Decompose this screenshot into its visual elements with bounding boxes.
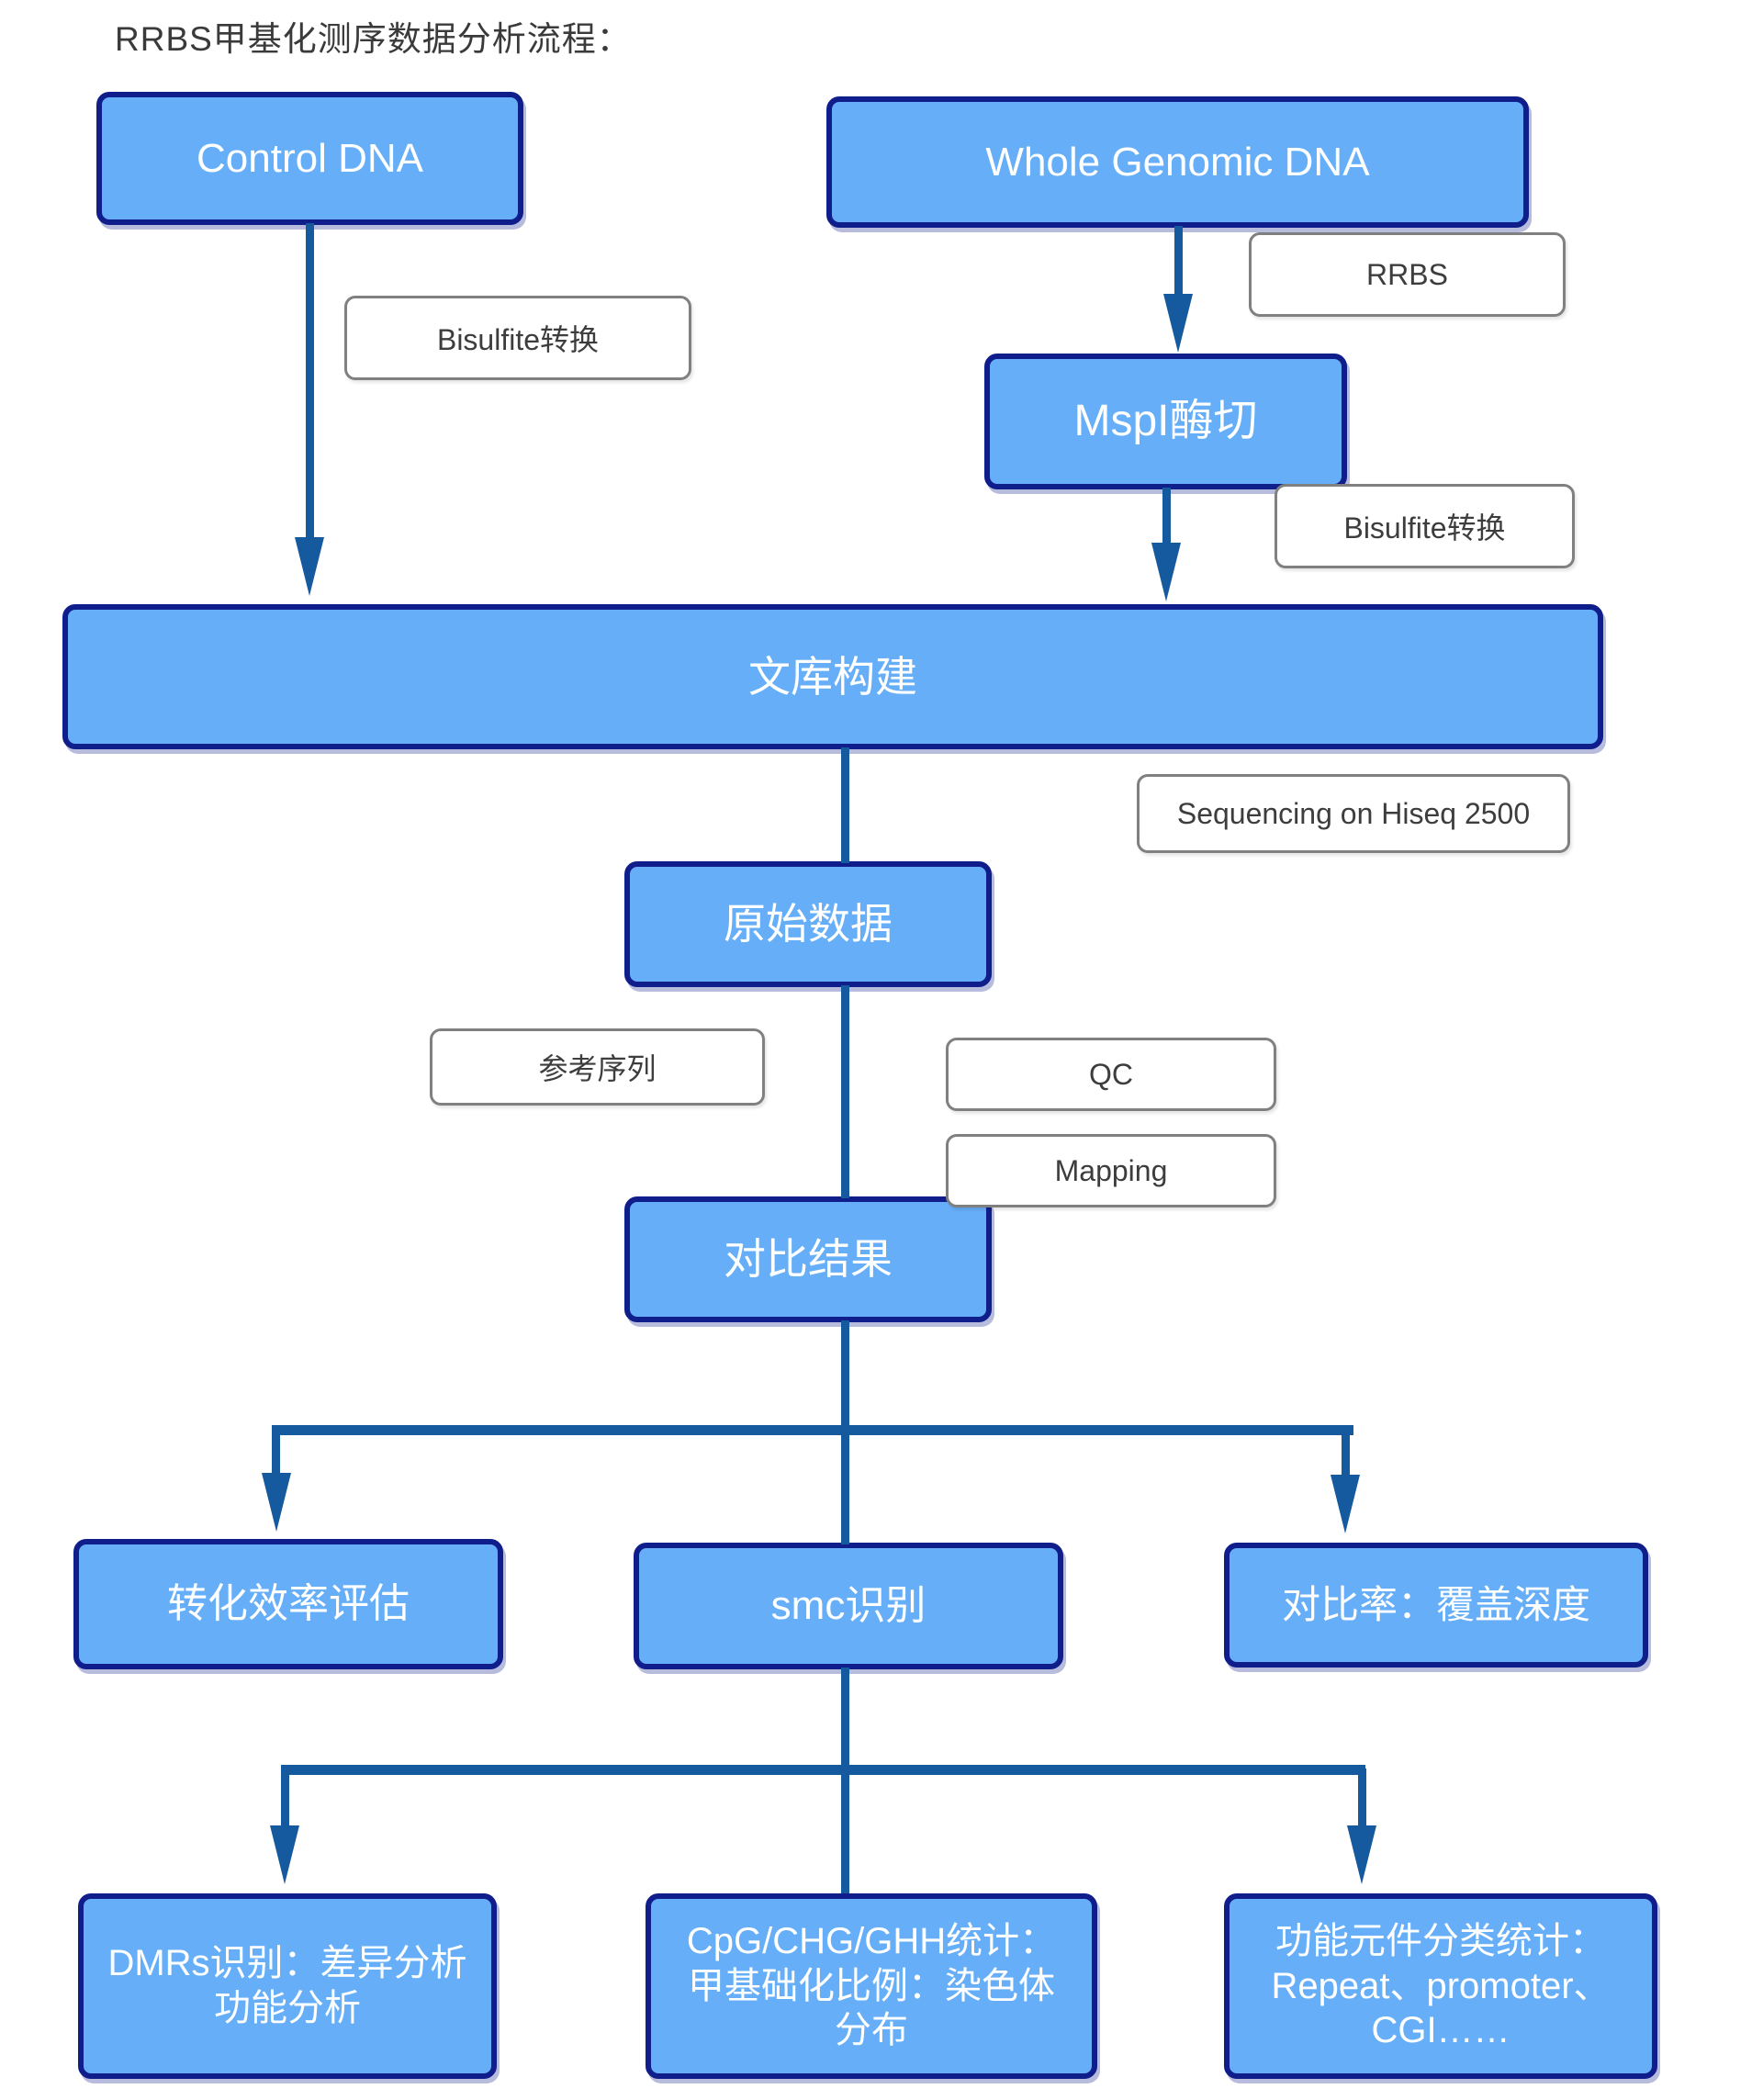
- node-dmrs-identification: DMRs识别：差异分析 功能分析: [78, 1893, 497, 2079]
- node-label: Whole Genomic DNA: [985, 139, 1370, 185]
- label-text: Mapping: [1054, 1153, 1168, 1187]
- node-label: smc识别: [770, 1583, 926, 1629]
- label-rrbs: RRBS: [1249, 232, 1566, 317]
- arrowhead-down-icon: [1331, 1475, 1360, 1533]
- node-mspi-digestion: MspI酶切: [984, 354, 1347, 489]
- connector-rawdata-to-alignresult: [841, 985, 849, 1198]
- node-label-line: 功能元件分类统计：: [1275, 1920, 1606, 1961]
- label-text: Sequencing on Hiseq 2500: [1176, 796, 1531, 830]
- node-label: Control DNA: [197, 135, 423, 181]
- label-qc: QC: [946, 1038, 1276, 1111]
- node-library-construction: 文库构建: [62, 604, 1603, 749]
- node-label: 文库构建: [748, 652, 917, 701]
- branch1-left-drop: [272, 1429, 280, 1475]
- connector-smc-to-cpgstats: [841, 1668, 849, 1893]
- connector-library-to-rawdata: [841, 747, 849, 863]
- branch-bar-level1: [272, 1425, 1353, 1435]
- node-label: MspI酶切: [1073, 396, 1258, 445]
- label-mapping: Mapping: [946, 1134, 1276, 1207]
- connector-control-to-library: [306, 223, 314, 540]
- arrowhead-down-icon: [1163, 294, 1193, 353]
- label-sequencing-hiseq: Sequencing on Hiseq 2500: [1137, 774, 1570, 853]
- label-text: Bisulfite转换: [436, 323, 600, 356]
- node-raw-data: 原始数据: [624, 861, 992, 987]
- arrowhead-down-icon: [262, 1473, 291, 1532]
- node-label: 原始数据: [724, 900, 893, 949]
- node-control-dna: Control DNA: [96, 92, 523, 225]
- label-text: Bisulfite转换: [1343, 511, 1506, 545]
- node-label-line: 分布: [835, 2010, 908, 2051]
- node-label-line: DMRs识别：差异分析: [107, 1943, 467, 1984]
- connector-wholedna-to-mspi: [1174, 226, 1183, 296]
- node-smc-identification: smc识别: [634, 1543, 1063, 1669]
- branch1-right-drop: [1342, 1429, 1350, 1477]
- arrowhead-down-icon: [1151, 543, 1181, 601]
- arrowhead-down-icon: [295, 537, 324, 596]
- label-bisulfite-conversion-left: Bisulfite转换: [344, 296, 691, 380]
- node-label-line: CGI……: [1371, 2010, 1510, 2051]
- arrowhead-down-icon: [1347, 1825, 1376, 1884]
- node-label-line: CpG/CHG/GHH统计：: [686, 1920, 1057, 1961]
- node-label: 对比率：覆盖深度: [1281, 1583, 1590, 1627]
- branch2-left-drop: [281, 1769, 289, 1827]
- label-text: 参考序列: [538, 1052, 657, 1085]
- node-label: 对比结果: [724, 1235, 893, 1284]
- node-label-line: 甲基础化比例：染色体: [688, 1965, 1055, 2006]
- node-alignment-result: 对比结果: [624, 1196, 992, 1322]
- label-bisulfite-conversion-right: Bisulfite转换: [1275, 484, 1575, 568]
- node-label: 转化效率评估: [167, 1581, 410, 1627]
- node-cpg-statistics: CpG/CHG/GHH统计： 甲基础化比例：染色体 分布: [646, 1893, 1097, 2079]
- label-text: RRBS: [1366, 257, 1448, 291]
- label-text: QC: [1089, 1057, 1133, 1091]
- branch-bar-level2: [281, 1765, 1365, 1775]
- node-alignment-rate-coverage: 对比率：覆盖深度: [1224, 1543, 1648, 1668]
- page-title: RRBS甲基化测序数据分析流程：: [115, 20, 632, 58]
- arrowhead-down-icon: [270, 1825, 299, 1884]
- label-reference-sequence: 参考序列: [430, 1028, 765, 1106]
- node-label-line: Repeat、promoter、: [1271, 1965, 1611, 2006]
- connector-mspi-to-library: [1162, 488, 1171, 545]
- node-functional-elements: 功能元件分类统计： Repeat、promoter、 CGI……: [1224, 1893, 1657, 2079]
- node-conversion-efficiency: 转化效率评估: [73, 1539, 503, 1669]
- branch2-right-drop: [1358, 1769, 1366, 1827]
- node-label-line: 功能分析: [214, 1988, 361, 2028]
- node-whole-genomic-dna: Whole Genomic DNA: [826, 96, 1529, 228]
